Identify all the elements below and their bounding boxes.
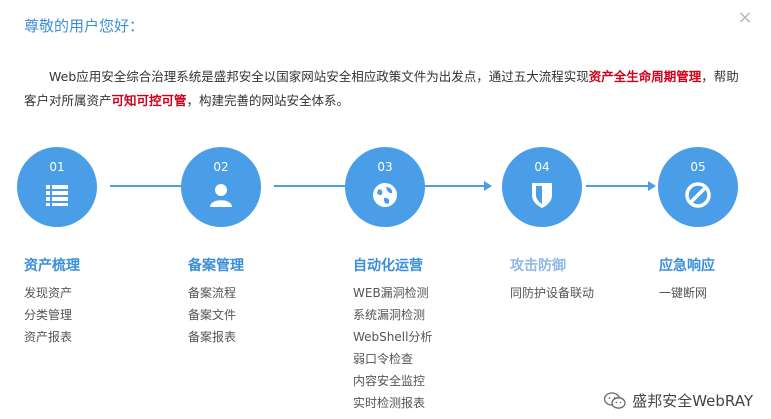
globe-icon — [373, 183, 397, 207]
step-5-circle[interactable]: 05 — [658, 147, 738, 227]
user-icon — [210, 184, 232, 207]
step-2-number: 02 — [213, 160, 229, 174]
list-item[interactable]: 实时检测报表 — [353, 396, 426, 410]
list-item[interactable]: 备案报表 — [188, 330, 237, 344]
intro-text-1: Web应用安全综合治理系统是盛邦安全以国家网站安全相应政策文件为出发点，通过五大… — [49, 69, 589, 84]
list-item[interactable]: 一键断网 — [659, 286, 708, 300]
list-item[interactable]: 同防护设备联动 — [510, 286, 595, 300]
step-1-circle[interactable]: 01 — [17, 147, 97, 227]
step-3-title: 自动化运营 — [353, 258, 423, 274]
list-icon — [46, 185, 68, 206]
wechat-icon — [604, 391, 626, 409]
step-5-number: 05 — [690, 160, 706, 174]
list-item[interactable]: 备案文件 — [188, 308, 237, 322]
block-icon — [685, 182, 711, 208]
list-item[interactable]: WEB漏洞检测 — [353, 286, 429, 300]
list-item[interactable]: WebShell分析 — [353, 330, 433, 344]
intro-text-3: ，构建完善的网站安全体系。 — [186, 93, 350, 108]
step-4-number: 04 — [534, 160, 550, 174]
step-4-list: 同防护设备联动 — [510, 282, 594, 304]
step-2-circle[interactable]: 02 — [181, 147, 261, 227]
step-2-title: 备案管理 — [188, 258, 244, 274]
step-3-list: WEB漏洞检测 系统漏洞检测 WebShell分析 弱口令检查 内容安全监控 实… — [353, 282, 432, 414]
step-5-title: 应急响应 — [659, 258, 715, 274]
list-item[interactable]: 内容安全监控 — [353, 374, 426, 388]
step-5-list: 一键断网 — [659, 282, 707, 304]
shield-icon — [532, 183, 552, 208]
flow-arrow-4 — [586, 181, 656, 191]
close-icon[interactable]: × — [737, 7, 753, 28]
list-item[interactable]: 系统漏洞检测 — [353, 308, 426, 322]
list-item[interactable]: 发现资产 — [24, 286, 73, 300]
watermark: 盛邦安全WebRAY — [604, 390, 753, 411]
intro-highlight-lifecycle: 资产全生命周期管理 — [588, 69, 702, 84]
list-item[interactable]: 资产报表 — [24, 330, 73, 344]
step-4-circle[interactable]: 04 — [502, 147, 582, 227]
list-item[interactable]: 弱口令检查 — [353, 352, 414, 366]
watermark-text: 盛邦安全WebRAY — [632, 392, 753, 410]
step-1-title: 资产梳理 — [24, 258, 80, 274]
step-4-title: 攻击防御 — [510, 258, 566, 274]
step-1-list: 发现资产 分类管理 资产报表 — [24, 282, 72, 348]
intro-highlight-controllable: 可知可控可管 — [111, 93, 187, 108]
greeting-title: 尊敬的用户您好： — [24, 17, 145, 35]
intro-paragraph: Web应用安全综合治理系统是盛邦安全以国家网站安全相应政策文件为出发点，通过五大… — [24, 65, 746, 113]
flow-arrow-2 — [274, 181, 354, 191]
list-item[interactable]: 分类管理 — [24, 308, 73, 322]
step-1-number: 01 — [49, 160, 65, 174]
step-3-circle[interactable]: 03 — [345, 147, 425, 227]
flow-arrow-3 — [412, 181, 492, 191]
flow-arrow-1 — [110, 181, 190, 191]
step-3-number: 03 — [377, 160, 393, 174]
intro-text-2: ，帮助客户对所属资产 — [24, 69, 739, 108]
list-item[interactable]: 备案流程 — [188, 286, 237, 300]
step-2-list: 备案流程 备案文件 备案报表 — [188, 282, 236, 348]
